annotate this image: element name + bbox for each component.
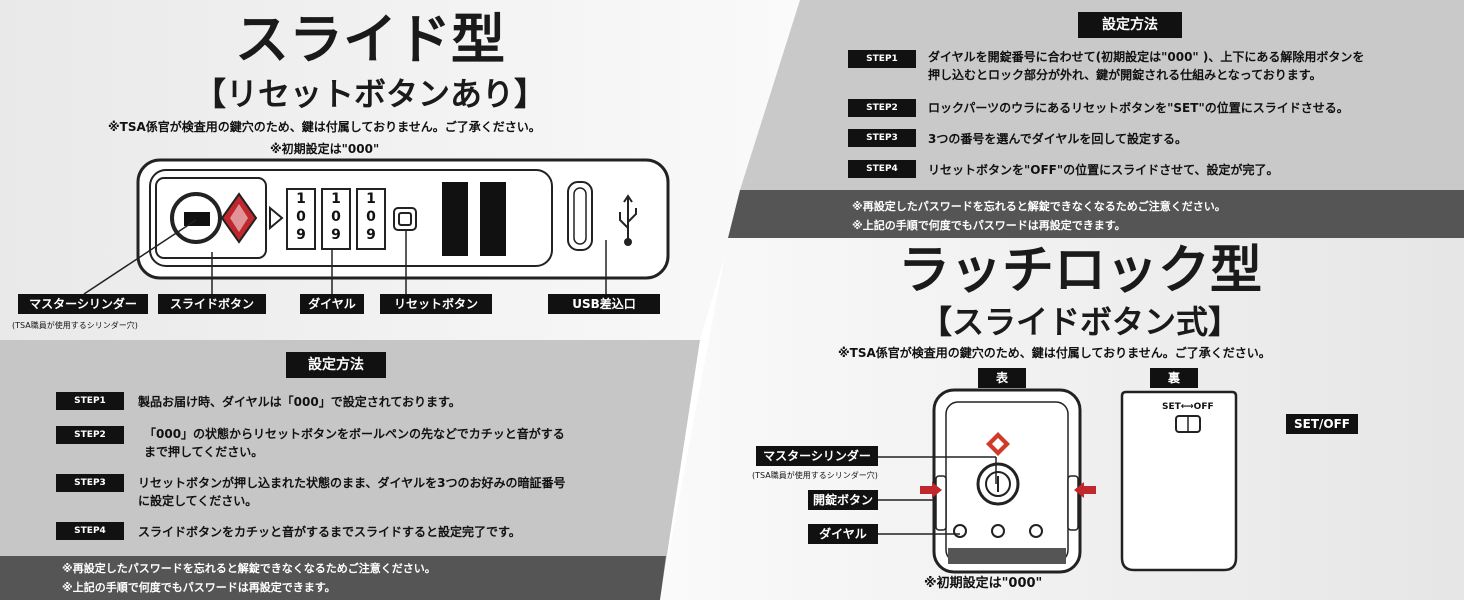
right-step3-tag: STEP3 [848, 129, 916, 147]
right-subtitle: 【スライドボタン式】 [919, 303, 1240, 341]
right-step4-text: リセットボタンを"OFF"の位置にスライドさせて、設定が完了。 [928, 163, 1279, 177]
right-step4-tag: STEP4 [848, 160, 916, 178]
right-settings-header: 設定方法 [1078, 12, 1182, 38]
left-step3-tag: STEP3 [56, 474, 124, 492]
right-step1-text: ダイヤルを開錠番号に合わせて(初期設定は"000" )、上下にある解除用ボタンを… [928, 50, 1365, 82]
left-subtitle: 【リセットボタンあり】 [193, 75, 546, 113]
label-set-off: SET/OFF [1286, 414, 1358, 434]
right-step3-text: 3つの番号を選んでダイヤルを回して設定する。 [928, 132, 1188, 146]
right-tsa-note: ※TSA係官が検査用の鍵穴のため、鍵は付属しておりません。ご了承ください。 [838, 346, 1271, 360]
left-leader-lines [83, 219, 607, 295]
latch-lock-illustration [920, 388, 1238, 574]
left-tsa-note: ※TSA係官が検査用の鍵穴のため、鍵は付属しておりません。ご了承ください。 [108, 120, 541, 134]
left-step1-text: 製品お届け時、ダイヤルは「000」で設定されております。 [138, 395, 461, 409]
left-footer-notes: ※再設定したパスワードを忘れると解錠できなくなるためご注意ください。 ※上記の手… [62, 562, 436, 594]
label-unlock-button: 開錠ボタン [808, 490, 878, 510]
right-step2-text: ロックパーツのウラにあるリセットボタンを"SET"の位置にスライドさせる。 [928, 101, 1349, 115]
left-step2-text: 「000」の状態からリセットボタンをボールペンの先などでカチッと音がする まで押… [144, 427, 565, 459]
label-front: 表 [978, 368, 1026, 388]
label-master-cylinder: マスターシリンダー [18, 294, 148, 314]
left-initial-setting: ※初期設定は"000" [270, 142, 380, 156]
right-initial-setting: ※初期設定は"000" [924, 576, 1043, 591]
label-reset-button: リセットボタン [380, 294, 492, 314]
right-leader-lines [878, 456, 997, 535]
left-step4-text: スライドボタンをカチッと音がするまでスライドすると設定完了です。 [138, 525, 521, 539]
label-dial: ダイヤル [300, 294, 364, 314]
label-back: 裏 [1150, 368, 1198, 388]
right-step1-tag: STEP1 [848, 50, 916, 68]
set-off-mini-label: SET⟷OFF [1162, 402, 1214, 412]
label-latch-master-cylinder: マスターシリンダー [756, 446, 878, 466]
left-step3-text: リセットボタンが押し込まれた状態のまま、ダイヤルを3つのお好みの暗証番号 に設定… [138, 476, 566, 508]
right-step2-tag: STEP2 [848, 99, 916, 117]
left-settings-header: 設定方法 [286, 352, 386, 378]
label-master-cylinder-sub: (TSA職員が使用するシリンダー穴) [12, 321, 138, 330]
left-step1-tag: STEP1 [56, 392, 124, 410]
left-title: スライド型 [235, 8, 505, 71]
label-latch-master-cylinder-sub: (TSA職員が使用するシリンダー穴) [752, 471, 878, 480]
label-slide-button: スライドボタン [158, 294, 266, 314]
right-footer-notes: ※再設定したパスワードを忘れると解錠できなくなるためご注意ください。 ※上記の手… [852, 200, 1226, 232]
label-usb-port: USB差込口 [548, 294, 660, 314]
left-step4-tag: STEP4 [56, 522, 124, 540]
left-step2-tag: STEP2 [56, 426, 124, 444]
label-latch-dial: ダイヤル [808, 524, 878, 544]
right-title: ラッチロック型 [897, 241, 1262, 301]
slide-lock-illustration [136, 158, 670, 280]
